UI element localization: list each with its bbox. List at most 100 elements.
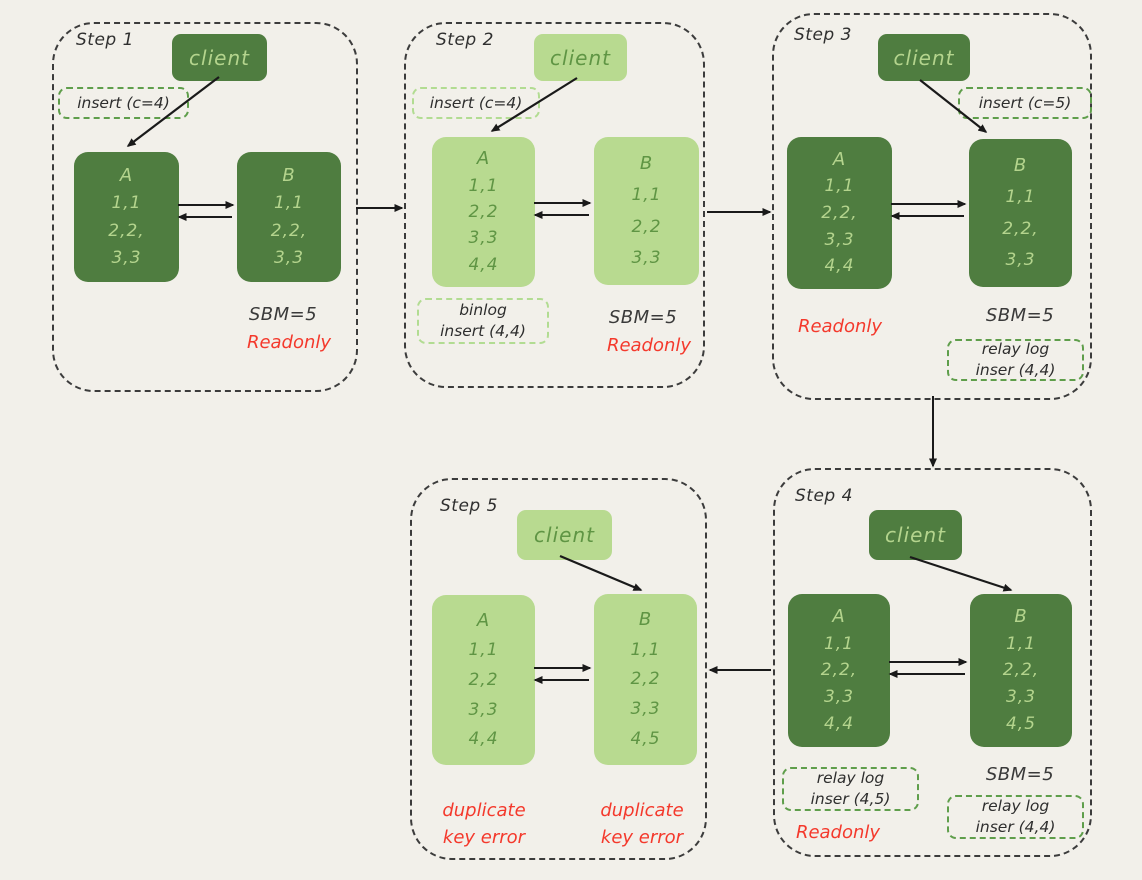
step3-insert-note: insert (c=5) [958, 87, 1092, 119]
step4-relaylog-note-a: relay log inser (4,5) [782, 767, 919, 811]
node-title: A [832, 148, 847, 170]
step1-client-box: client [172, 34, 267, 81]
step2-insert-note: insert (c=4) [412, 87, 540, 119]
client-label: client [893, 45, 955, 70]
step4-container: Step 4 client A 1,1 2,2, 3,3 4,4 B 1,1 2… [773, 468, 1092, 857]
node-row: 4,4 [823, 714, 855, 735]
step5-node-b: B 1,1 2,2 3,3 4,5 [594, 594, 697, 765]
step3-node-a: A 1,1 2,2, 3,3 4,4 [787, 137, 892, 289]
step3-container: Step 3 client insert (c=5) A 1,1 2,2, 3,… [772, 13, 1092, 400]
step5-node-a: A 1,1 2,2 3,3 4,4 [432, 595, 535, 765]
node-row: 4,4 [824, 256, 855, 277]
step4-sbm-text: SBM=5 [985, 764, 1055, 785]
step3-client-box: client [878, 34, 970, 81]
node-title: B [639, 153, 654, 175]
node-row: 2,2 [630, 669, 661, 690]
node-row: 3,3 [1005, 687, 1037, 708]
node-row: 2,2, [108, 220, 145, 241]
error-line: duplicate [600, 800, 684, 821]
error-line: key error [600, 827, 684, 848]
step1-sbm-text: SBM=5 [248, 304, 318, 325]
error-line: duplicate [442, 800, 526, 821]
step5-error-a-text: duplicate key error [424, 797, 544, 851]
note-text: inser (4,5) [810, 790, 891, 808]
step1-label: Step 1 [76, 30, 134, 50]
error-line: key error [442, 827, 526, 848]
step4-client-box: client [869, 510, 962, 560]
client-label: client [550, 45, 611, 70]
step3-label: Step 3 [794, 25, 852, 45]
node-row: 3,3 [468, 699, 499, 720]
step4-readonly-text: Readonly [795, 822, 881, 843]
node-row: 4,5 [1005, 714, 1037, 735]
node-row: 1,1 [111, 193, 142, 214]
step1-insert-note: insert (c=4) [58, 87, 189, 119]
note-text: insert (4,4) [440, 322, 526, 340]
note-text: relay log [816, 769, 885, 787]
node-row: 4,4 [468, 254, 499, 275]
step5-client-box: client [517, 510, 612, 560]
node-row: 3,3 [631, 247, 662, 268]
step3-node-b: B 1,1 2,2, 3,3 [969, 139, 1072, 287]
step4-relaylog-note-b: relay log inser (4,4) [947, 795, 1084, 839]
node-row: 3,3 [468, 228, 499, 249]
note-text: relay log [981, 340, 1050, 358]
note-text: relay log [981, 797, 1050, 815]
step2-node-a: A 1,1 2,2 3,3 4,4 [432, 137, 535, 287]
node-row: 2,2, [1002, 660, 1040, 681]
note-text: inser (4,4) [975, 361, 1056, 379]
node-row: 2,2 [468, 201, 499, 222]
node-title: B [638, 608, 653, 630]
node-row: 1,1 [468, 640, 499, 661]
node-row: 4,4 [468, 729, 499, 750]
step2-binlog-note: binlog insert (4,4) [417, 298, 549, 344]
step2-label: Step 2 [436, 30, 494, 50]
node-row: 2,2, [270, 220, 308, 241]
step4-node-b: B 1,1 2,2, 3,3 4,5 [970, 594, 1072, 747]
step2-node-b: B 1,1 2,2 3,3 [594, 137, 699, 285]
step3-sbm-text: SBM=5 [985, 305, 1055, 326]
node-row: 1,1 [630, 639, 661, 660]
step5-error-b-text: duplicate key error [582, 797, 702, 851]
node-row: 3,3 [111, 248, 142, 269]
node-row: 2,2, [1002, 218, 1039, 239]
node-row: 4,5 [630, 729, 661, 750]
step1-node-a: A 1,1 2,2, 3,3 [74, 152, 179, 282]
step5-container: Step 5 client A 1,1 2,2 3,3 4,4 B 1,1 2,… [410, 478, 707, 860]
client-label: client [885, 523, 946, 547]
note-text: inser (4,4) [975, 818, 1056, 836]
node-row: 3,3 [824, 229, 855, 250]
step2-readonly-text: Readonly [606, 335, 692, 356]
node-row: 1,1 [1005, 187, 1036, 208]
client-label: client [189, 45, 250, 70]
node-row: 2,2, [820, 660, 858, 681]
node-title: B [1014, 605, 1028, 627]
node-row: 1,1 [468, 175, 499, 196]
step2-client-box: client [534, 34, 627, 81]
step3-readonly-text: Readonly [797, 316, 883, 337]
step4-node-a: A 1,1 2,2, 3,3 4,4 [788, 594, 890, 747]
step4-label: Step 4 [795, 486, 853, 506]
node-row: 3,3 [1005, 249, 1036, 270]
node-title: A [119, 164, 134, 186]
node-title: B [282, 164, 296, 186]
step1-readonly-text: Readonly [246, 332, 332, 353]
node-row: 1,1 [824, 176, 855, 197]
node-title: A [476, 148, 491, 170]
step3-relaylog-note: relay log inser (4,4) [947, 339, 1084, 381]
node-row: 1,1 [823, 633, 855, 654]
step2-container: Step 2 client insert (c=4) A 1,1 2,2 3,3… [404, 22, 705, 388]
node-row: 2,2, [821, 202, 858, 223]
node-title: A [476, 609, 491, 631]
node-row: 1,1 [1005, 633, 1037, 654]
node-row: 1,1 [273, 193, 305, 214]
node-row: 1,1 [631, 185, 662, 206]
node-title: B [1013, 155, 1028, 177]
node-row: 3,3 [630, 699, 661, 720]
node-row: 3,3 [273, 248, 305, 269]
node-title: A [832, 605, 846, 627]
step2-sbm-text: SBM=5 [608, 307, 678, 328]
client-label: client [534, 523, 595, 547]
node-row: 2,2 [468, 669, 499, 690]
